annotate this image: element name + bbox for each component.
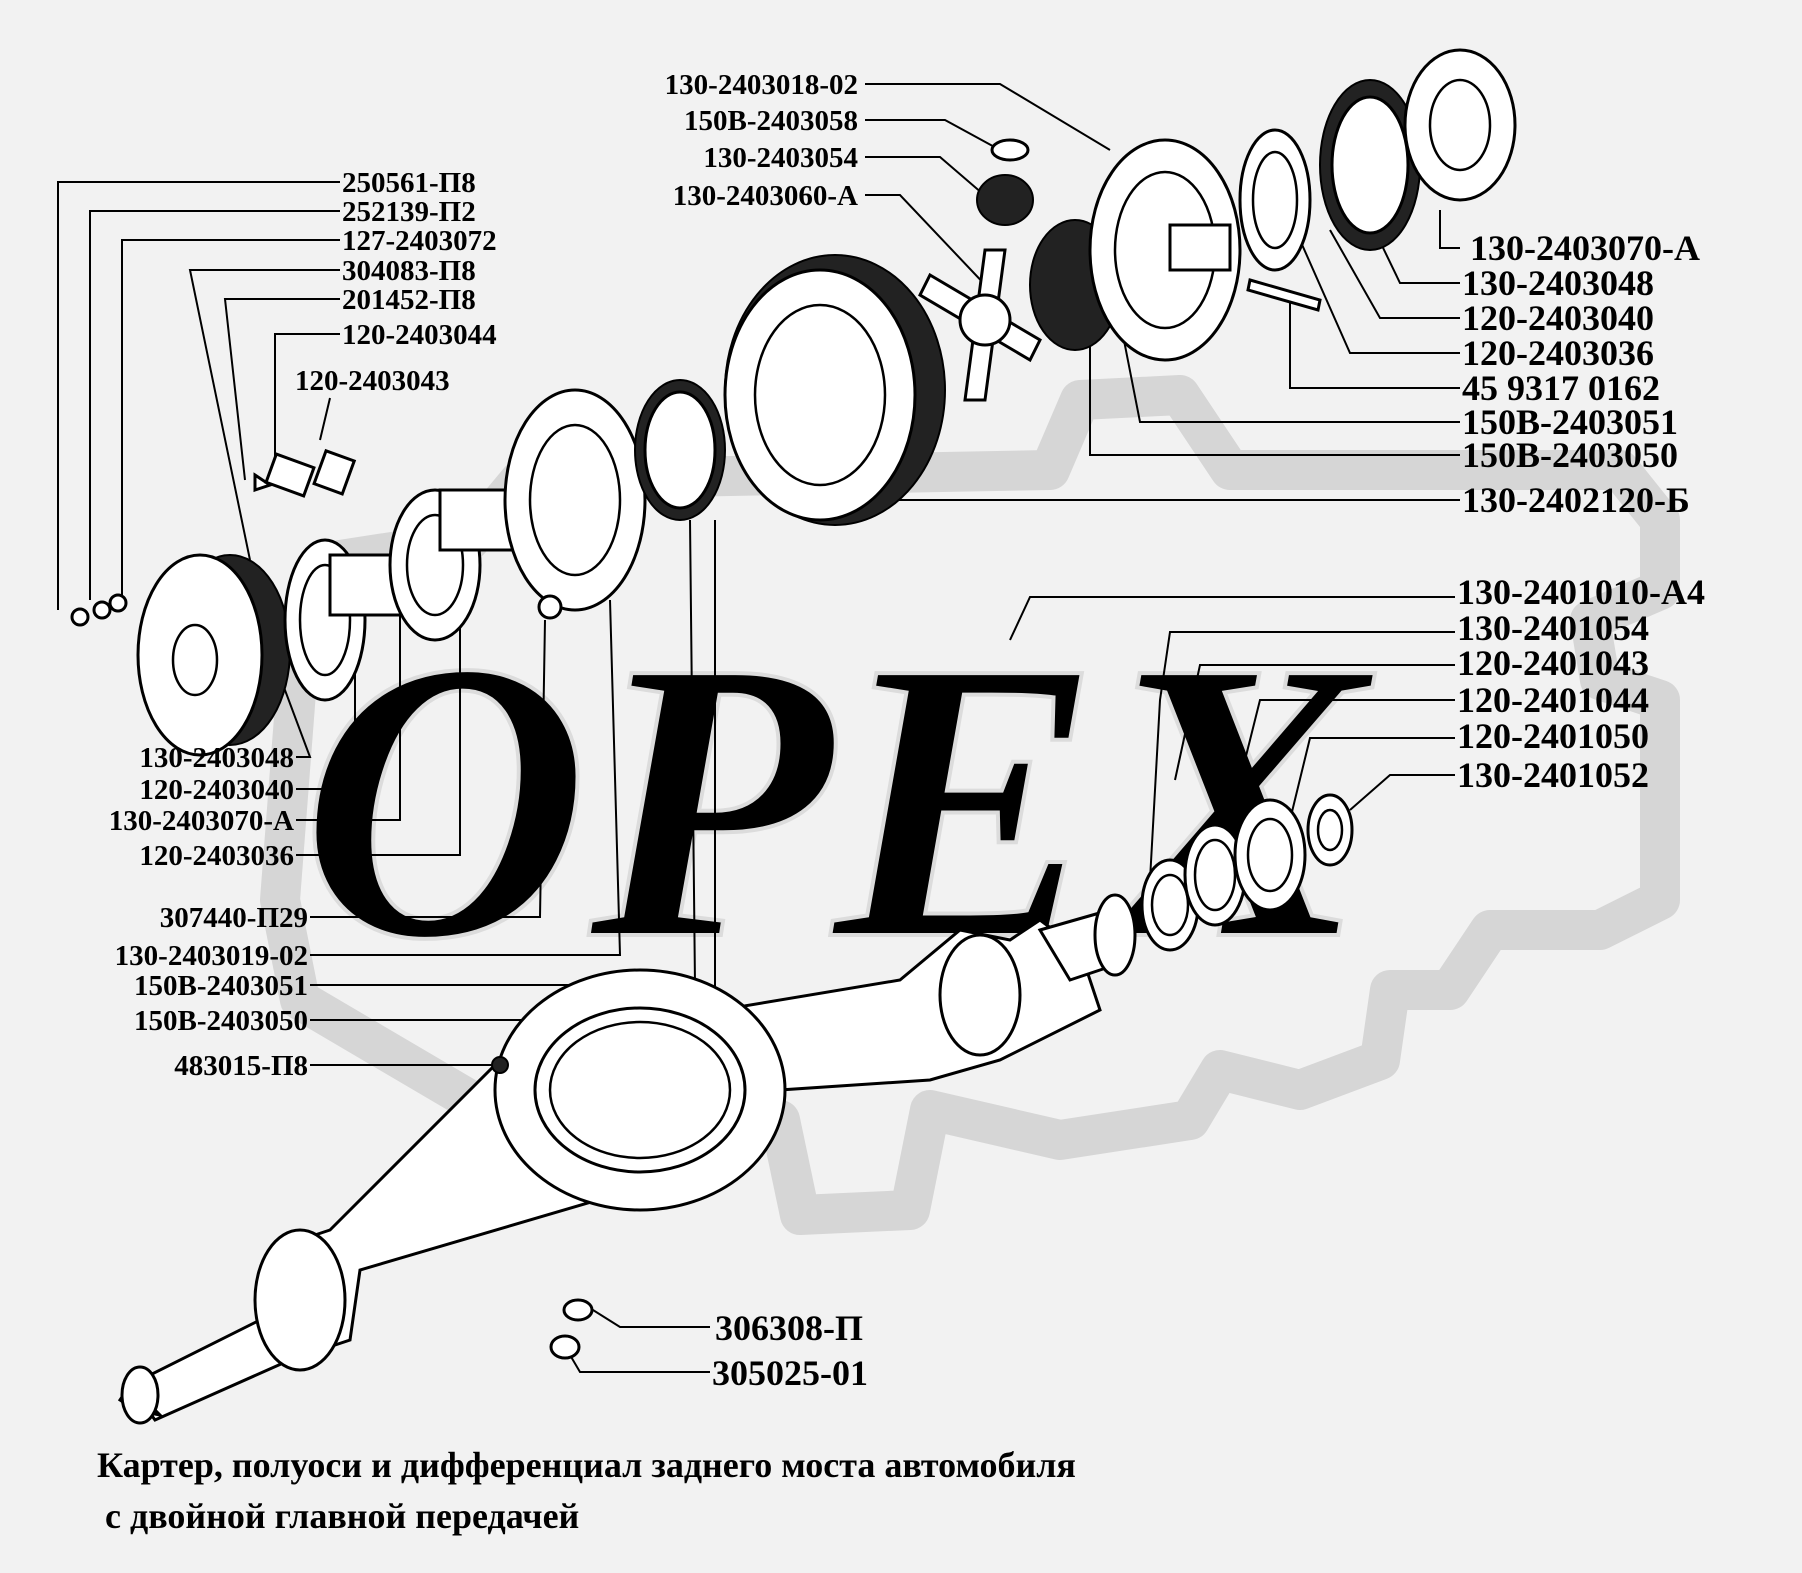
label-r-130-2403070-a: 130-2403070-А — [1470, 228, 1700, 268]
label-b-130-2403070-a: 130-2403070-А — [109, 805, 294, 837]
label-r-45-9317-0162: 45 9317 0162 — [1462, 368, 1660, 408]
label-r-150v-2403050: 150В-2403050 — [1462, 435, 1678, 475]
label-120-2403044: 120-2403044 — [342, 319, 497, 351]
bottom-fasteners — [549, 1298, 594, 1360]
left-diff-cup — [136, 553, 264, 757]
label-130-2403054: 130-2403054 — [703, 142, 858, 174]
label-b-120-2403036: 120-2403036 — [139, 840, 294, 872]
label-b-130-2403048: 130-2403048 — [139, 742, 294, 774]
bearing-cup — [1233, 798, 1307, 912]
lock-nut — [1306, 793, 1354, 867]
leader-lines — [57, 83, 1460, 1373]
label-b-130-2403019-02: 130-2403019-02 — [115, 940, 308, 972]
washer-306308 — [562, 1298, 594, 1322]
main-ring-gear — [723, 254, 946, 526]
label-b-307440-p29: 307440-П29 — [160, 902, 308, 934]
label-m-130-2401010-a4: 130-2401010-А4 — [1457, 572, 1705, 612]
pinion-gear — [976, 174, 1034, 226]
label-r-150v-2403051: 150В-2403051 — [1462, 402, 1678, 442]
lock-plate-2 — [312, 448, 357, 496]
watermark-text: OPEX — [300, 579, 1375, 1022]
label-252139-p2: 252139-П2 — [342, 196, 476, 228]
caption-line-1: Картер, полуоси и дифференциал заднего м… — [97, 1445, 1076, 1485]
right-differential-assembly — [1088, 48, 1517, 362]
nut-305025 — [549, 1334, 581, 1360]
left-axle-end — [120, 1365, 160, 1425]
watermark-gear-outline — [260, 375, 1680, 1235]
caption-line-2: с двойной главной передачей — [105, 1496, 579, 1536]
label-r-120-2403040: 120-2403040 — [1462, 298, 1654, 338]
label-m-120-2401044: 120-2401044 — [1457, 680, 1649, 720]
caption: Картер, полуоси и дифференциал заднего м… — [97, 1445, 1076, 1536]
label-b-150v-2403050: 150В-2403050 — [134, 1005, 308, 1037]
label-m-120-2401050: 120-2401050 — [1457, 716, 1649, 756]
right-hub-parts — [1140, 793, 1354, 952]
label-f-306308-p: 306308-П — [715, 1308, 863, 1348]
label-120-2403043: 120-2403043 — [295, 365, 450, 397]
right-diff-cup — [1088, 138, 1242, 362]
right-end-flange — [1403, 48, 1517, 202]
label-150v-2403058: 150В-2403058 — [684, 105, 858, 137]
label-250561-p8: 250561-П8 — [342, 167, 476, 199]
label-b-120-2403040: 120-2403040 — [139, 774, 294, 806]
right-bearing — [1238, 128, 1312, 272]
label-r-130-2403048: 130-2403048 — [1462, 263, 1654, 303]
left-differential-assembly — [70, 379, 726, 1074]
label-r-120-2403036: 120-2403036 — [1462, 333, 1654, 373]
label-m-120-2401043: 120-2401043 — [1457, 643, 1649, 683]
axle-housing — [117, 893, 1137, 1425]
label-201452-p8: 201452-П8 — [342, 284, 476, 316]
opex-watermark: OPEX — [260, 375, 1680, 1235]
plug-483015 — [491, 1056, 509, 1074]
lock-plate — [264, 452, 316, 498]
label-b-150v-2403051: 150В-2403051 — [134, 970, 308, 1002]
part-labels: 130-2403018-02 150В-2403058 130-2403054 … — [109, 69, 1705, 1393]
label-127-2403072: 127-2403072 — [342, 225, 497, 257]
thrust-washer — [990, 138, 1030, 162]
center-flange — [503, 388, 647, 612]
label-304083-p8: 304083-П8 — [342, 255, 476, 287]
label-b-483015-p8: 483015-П8 — [174, 1050, 308, 1082]
label-f-305025-01: 305025-01 — [712, 1353, 868, 1393]
label-m-130-2401054: 130-2401054 — [1457, 608, 1649, 648]
left-hub-flange — [253, 1228, 347, 1372]
label-130-2403060-a: 130-2403060-А — [673, 180, 858, 212]
label-r-130-2402120-b: 130-2402120-Б — [1462, 480, 1690, 520]
label-130-2403018-02: 130-2403018-02 — [665, 69, 858, 101]
nut-307440 — [537, 594, 563, 620]
label-m-130-2401052: 130-2401052 — [1457, 755, 1649, 795]
